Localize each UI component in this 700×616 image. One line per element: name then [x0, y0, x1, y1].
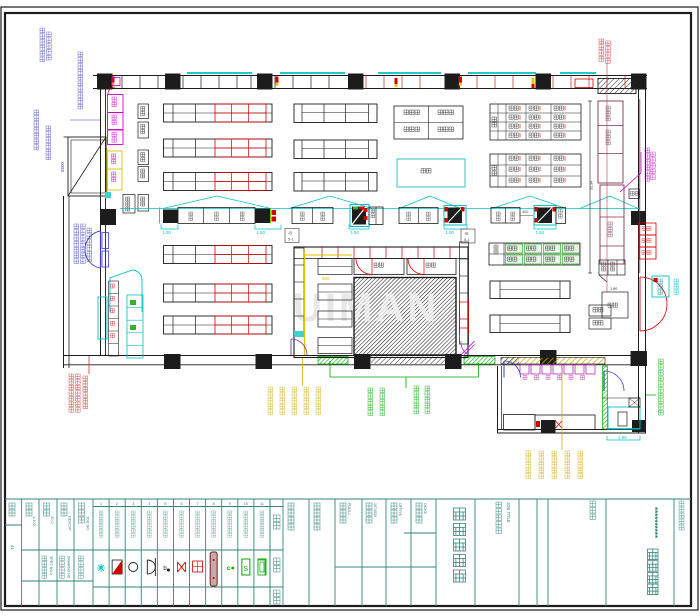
svg-text:1.50: 1.50 — [446, 230, 455, 235]
svg-text:6: 6 — [180, 501, 183, 506]
svg-text:DESCXP: DESCXP — [68, 516, 72, 531]
svg-text:b: b — [163, 566, 167, 572]
svg-text:4: 4 — [148, 501, 151, 506]
svg-text:8: 8 — [213, 501, 216, 506]
svg-text:DRAWING NO: DRAWING NO — [67, 556, 71, 579]
svg-text:31.34: 31.34 — [590, 181, 594, 190]
svg-text:1.50: 1.50 — [257, 230, 266, 235]
svg-text:UIMAN: UIMAN — [293, 286, 439, 330]
svg-text:1.90: 1.90 — [610, 287, 617, 291]
svg-text:**********: ********** — [650, 507, 659, 539]
svg-text:S: S — [243, 566, 248, 573]
svg-text:1.50: 1.50 — [163, 230, 172, 235]
svg-text:11: 11 — [260, 501, 265, 506]
svg-text:1.50: 1.50 — [351, 230, 360, 235]
svg-text:OFFIYE: OFFIYE — [398, 503, 402, 517]
svg-text:1: 1 — [100, 501, 103, 506]
svg-text:-B: -B — [288, 231, 292, 236]
svg-text:9: 9 — [229, 501, 232, 506]
svg-text:1.50: 1.50 — [618, 435, 627, 440]
svg-text:5-1: 5-1 — [288, 237, 295, 242]
svg-text:3: 3 — [132, 501, 135, 506]
svg-text:2: 2 — [116, 501, 119, 506]
svg-text:SPEC NO.b: SPEC NO.b — [49, 556, 53, 575]
svg-text:5: 5 — [164, 501, 167, 506]
svg-text:JOB TITLE: JOB TITLE — [506, 502, 511, 523]
svg-text:1.50: 1.50 — [536, 230, 545, 235]
svg-text:c: c — [227, 565, 231, 572]
svg-text:7: 7 — [196, 501, 199, 506]
svg-text:5-1: 5-1 — [464, 237, 471, 242]
svg-text:400: 400 — [522, 210, 528, 214]
svg-text:1:100: 1:100 — [32, 516, 37, 527]
svg-text:OKIKE: OKIKE — [423, 503, 427, 515]
svg-text:30.J: 30.J — [50, 516, 55, 524]
svg-text:41: 41 — [10, 545, 15, 551]
svg-text:5600: 5600 — [60, 161, 65, 172]
svg-text:-B: -B — [464, 231, 468, 236]
svg-text:1974830: 1974830 — [373, 503, 377, 517]
svg-text:JOB NO: JOB NO — [86, 516, 90, 530]
svg-text:PULILJ: PULILJ — [347, 503, 351, 515]
svg-text:500: 500 — [322, 276, 330, 281]
svg-text:10: 10 — [244, 501, 249, 506]
